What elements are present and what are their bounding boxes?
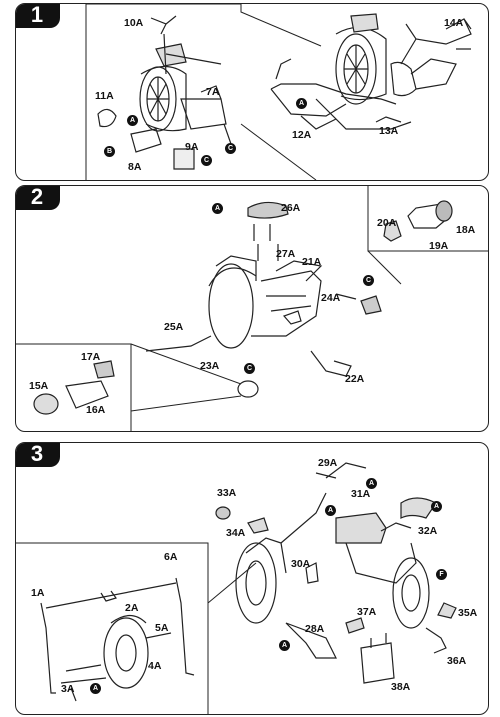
part-label-5a: 5A xyxy=(155,622,169,634)
part-label-29a: 29A xyxy=(318,457,338,469)
part-label-11a: 11A xyxy=(95,90,114,102)
part-label-9a: 9A xyxy=(185,141,199,153)
part-label-38a: 38A xyxy=(391,681,411,693)
part-label-24a: 24A xyxy=(321,292,341,304)
part-label-3a: 3A xyxy=(61,683,75,695)
marker-a: A xyxy=(212,203,223,214)
part-label-33a: 33A xyxy=(217,487,237,499)
part-label-17a: 17A xyxy=(81,351,101,363)
part-label-19a: 19A xyxy=(429,240,449,252)
marker-a: A xyxy=(325,505,336,516)
step-1-illustration xyxy=(85,4,472,180)
part-label-37a: 37A xyxy=(357,606,377,618)
part-label-27a: 27A xyxy=(276,248,296,260)
part-label-16a: 16A xyxy=(86,404,106,416)
part-label-13a: 13A xyxy=(379,125,399,137)
part-label-2a: 2A xyxy=(125,602,139,614)
marker-a: A xyxy=(90,683,101,694)
marker-a: A xyxy=(366,478,377,489)
part-label-21a: 21A xyxy=(302,256,322,268)
part-label-6a: 6A xyxy=(164,551,178,563)
part-label-4a: 4A xyxy=(148,660,162,672)
marker-c: C xyxy=(363,275,374,286)
marker-c: C xyxy=(225,143,236,154)
marker-c: C xyxy=(244,363,255,374)
part-label-23a: 23A xyxy=(200,360,220,372)
step-number: 3 xyxy=(16,443,60,467)
part-label-31a: 31A xyxy=(351,488,371,500)
part-label-20a: 20A xyxy=(377,217,397,229)
part-label-28a: 28A xyxy=(305,623,325,635)
part-label-10a: 10A xyxy=(124,17,144,29)
part-label-8a: 8A xyxy=(128,161,142,173)
marker-c: C xyxy=(201,155,212,166)
marker-a: A xyxy=(279,640,290,651)
step-3-panel: 3 xyxy=(15,442,489,715)
step-number: 2 xyxy=(16,186,60,210)
marker-a: A xyxy=(296,98,307,109)
part-label-15a: 15A xyxy=(29,380,49,392)
marker-a: A xyxy=(431,501,442,512)
part-label-36a: 36A xyxy=(447,655,467,667)
part-label-32a: 32A xyxy=(418,525,438,537)
part-label-7a: 7A xyxy=(206,86,220,98)
marker-f: F xyxy=(436,569,447,580)
part-label-12a: 12A xyxy=(292,129,312,141)
part-label-30a: 30A xyxy=(291,558,311,570)
part-label-35a: 35A xyxy=(458,607,478,619)
marker-b: B xyxy=(104,146,115,157)
part-label-26a: 26A xyxy=(281,202,301,214)
step-number: 1 xyxy=(16,4,60,28)
step-1-panel: 1 xyxy=(15,3,489,181)
step-2-panel: 2 xyxy=(15,185,489,432)
part-label-34a: 34A xyxy=(226,527,246,539)
marker-a: A xyxy=(127,115,138,126)
part-label-18a: 18A xyxy=(456,224,476,236)
part-label-22a: 22A xyxy=(345,373,365,385)
part-label-14a: 14A xyxy=(444,17,464,29)
step-3-illustration xyxy=(16,462,457,714)
step-2-illustration xyxy=(16,186,488,431)
part-label-1a: 1A xyxy=(31,587,45,599)
part-label-25a: 25A xyxy=(164,321,184,333)
